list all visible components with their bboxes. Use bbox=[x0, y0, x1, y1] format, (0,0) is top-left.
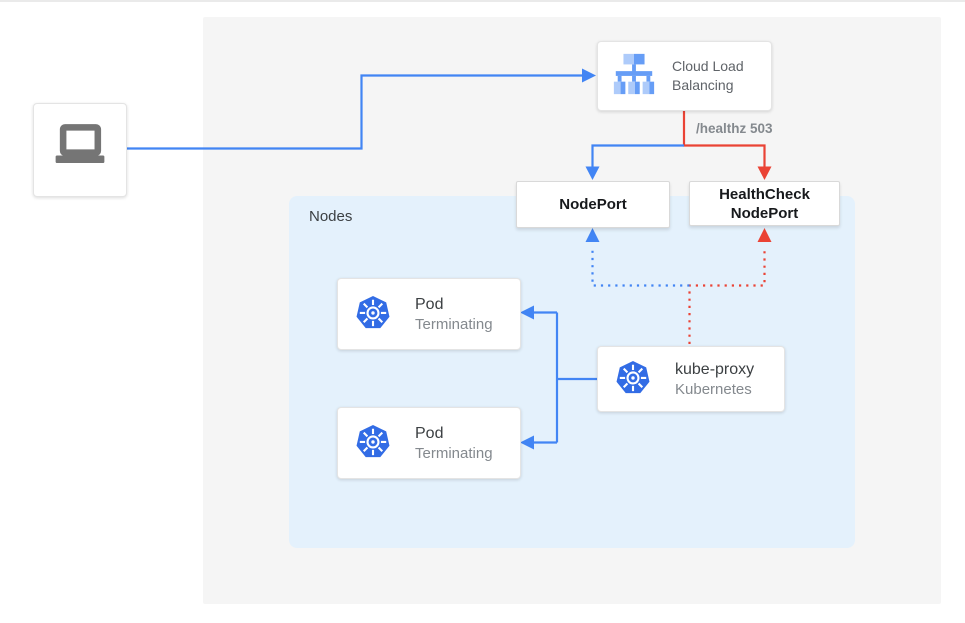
cloud-load-balancing-box: Cloud Load Balancing bbox=[597, 41, 772, 111]
nodeport-box: NodePort bbox=[516, 181, 670, 228]
cloud-load-balancing-label: Cloud Load Balancing bbox=[672, 58, 744, 93]
client-box bbox=[33, 103, 127, 197]
kube-proxy-box: kube-proxy Kubernetes bbox=[597, 346, 785, 412]
load-balancer-icon bbox=[611, 51, 657, 102]
healthcheck-nodeport-box: HealthCheck NodePort bbox=[689, 181, 840, 226]
nodes-region-label: Nodes bbox=[309, 208, 353, 225]
pod-title: Pod bbox=[415, 295, 444, 313]
pod-box-2: Pod Terminating bbox=[337, 407, 521, 479]
pod-status: Terminating bbox=[415, 444, 493, 462]
pod-box-1: Pod Terminating bbox=[337, 278, 521, 350]
kubernetes-icon bbox=[354, 295, 392, 333]
kubernetes-icon bbox=[354, 424, 392, 462]
pod-title: Pod bbox=[415, 424, 444, 442]
laptop-icon bbox=[50, 118, 110, 183]
top-divider bbox=[0, 0, 965, 2]
healthz-status-label: /healthz 503 bbox=[696, 121, 773, 136]
kube-proxy-subtitle: Kubernetes bbox=[675, 380, 752, 398]
pod-status: Terminating bbox=[415, 315, 493, 333]
kube-proxy-title: kube-proxy bbox=[675, 360, 755, 378]
kubernetes-icon bbox=[614, 360, 652, 398]
